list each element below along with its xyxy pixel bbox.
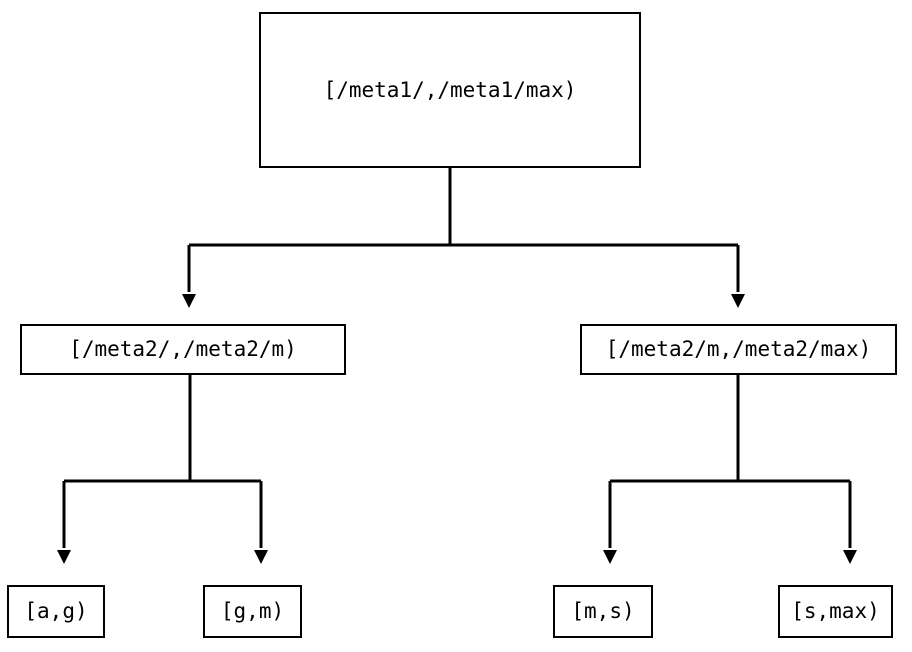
node-mid-right[interactable]: [/meta2/m,/meta2/max) xyxy=(580,324,897,375)
node-leaf-g-m-label: [g,m) xyxy=(220,599,285,623)
node-leaf-m-s[interactable]: [m,s) xyxy=(553,585,653,638)
node-mid-left-label: [/meta2/,/meta2/m) xyxy=(69,337,297,361)
arrowhead-down-icon xyxy=(254,550,268,564)
node-leaf-s-max[interactable]: [s,max) xyxy=(778,585,893,638)
arrowhead-down-icon xyxy=(57,550,71,564)
node-leaf-a-g-label: [a,g) xyxy=(24,599,88,623)
arrowhead-down-icon xyxy=(843,550,857,564)
node-leaf-m-s-label: [m,s) xyxy=(571,599,635,623)
node-mid-left[interactable]: [/meta2/,/meta2/m) xyxy=(20,324,346,375)
node-leaf-a-g[interactable]: [a,g) xyxy=(7,585,105,638)
node-root-label: [/meta1/,/meta1/max) xyxy=(323,77,577,102)
node-mid-right-label: [/meta2/m,/meta2/max) xyxy=(605,337,872,361)
arrowhead-down-icon xyxy=(182,294,196,308)
node-leaf-s-max-label: [s,max) xyxy=(791,599,880,623)
node-root[interactable]: [/meta1/,/meta1/max) xyxy=(259,12,641,168)
arrowhead-down-icon xyxy=(603,550,617,564)
arrowhead-down-icon xyxy=(731,294,745,308)
node-leaf-g-m[interactable]: [g,m) xyxy=(203,585,302,638)
